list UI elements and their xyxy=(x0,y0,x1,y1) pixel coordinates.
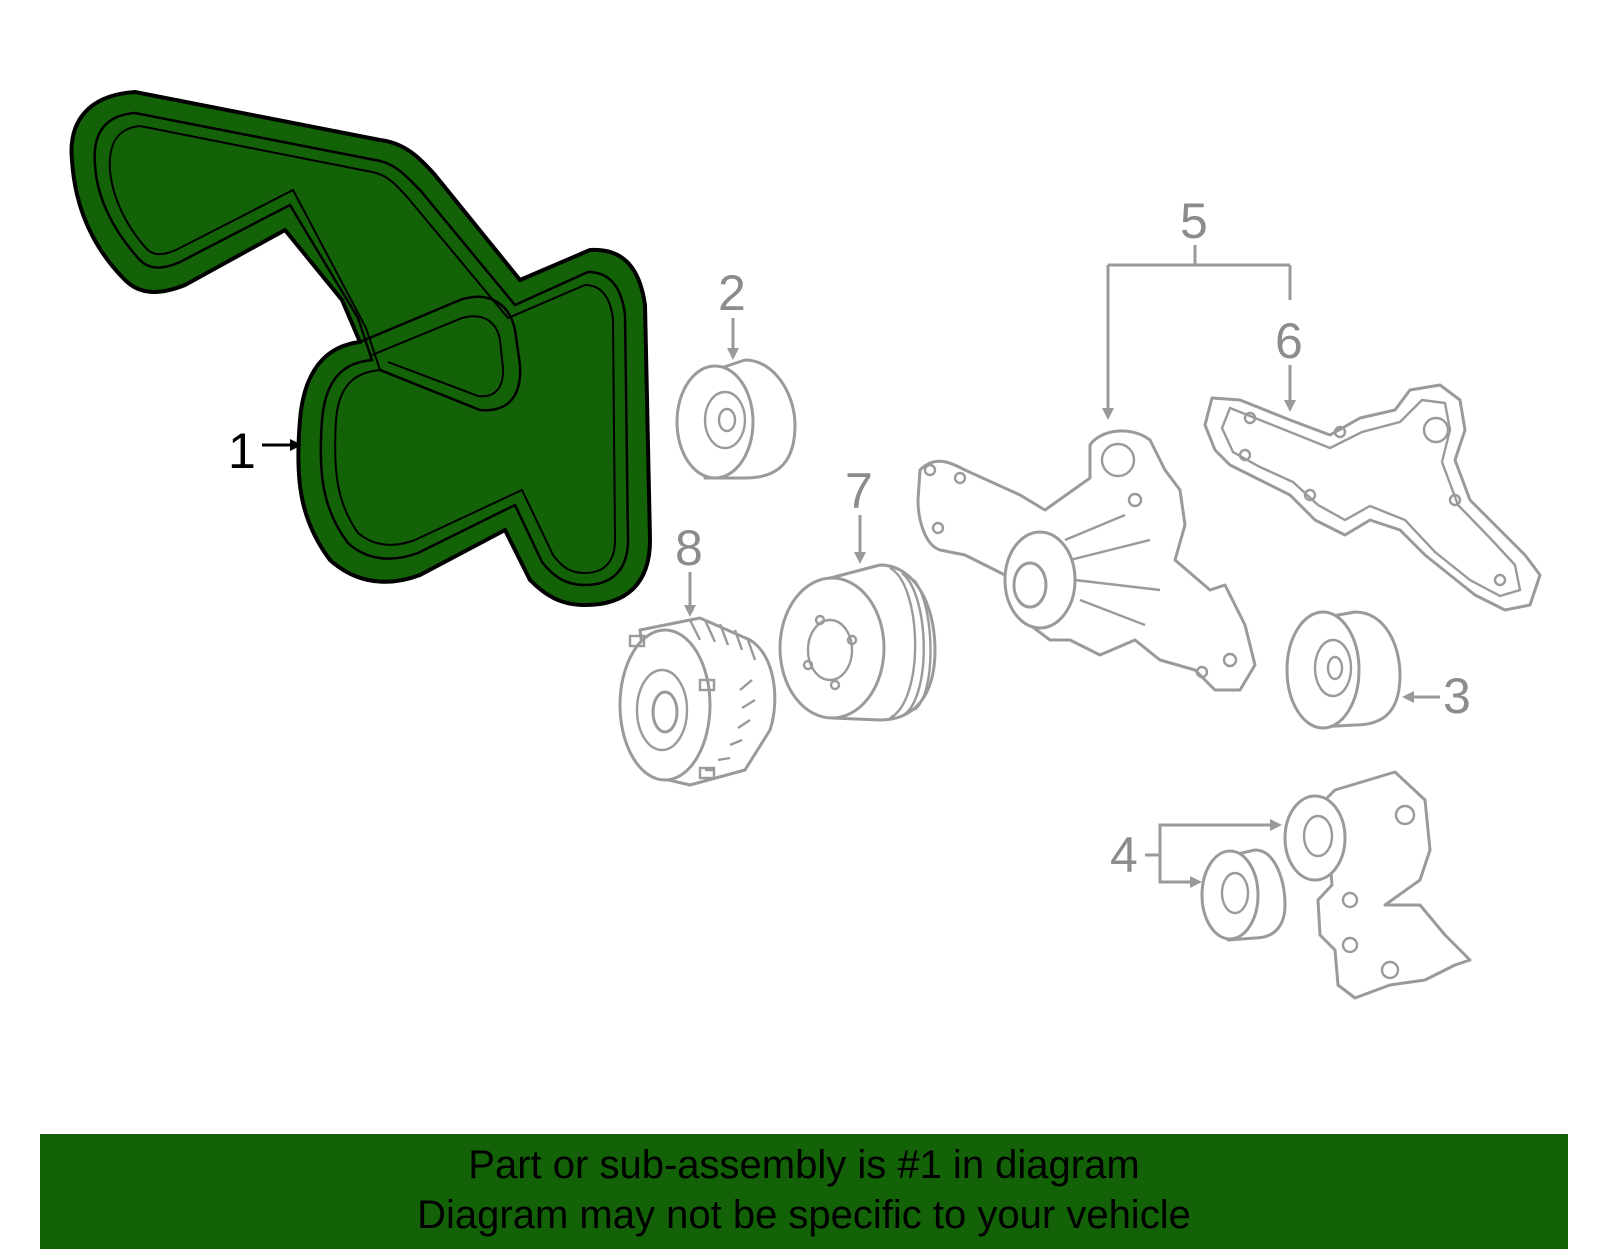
callout-4[interactable]: 4 xyxy=(1110,827,1138,883)
callout-1[interactable]: 1 xyxy=(228,423,256,479)
part-2-idler-pulley[interactable] xyxy=(675,358,797,480)
part-1-serpentine-belt[interactable] xyxy=(69,90,652,607)
part-8-fan-clutch[interactable] xyxy=(618,616,777,787)
leader-4 xyxy=(1145,819,1282,888)
callout-3[interactable]: 3 xyxy=(1443,668,1471,724)
info-banner: Part or sub-assembly is #1 in diagram Di… xyxy=(40,1134,1568,1249)
parts-diagram: 1 2 3 4 5 6 7 8 xyxy=(69,90,1542,1000)
leader-2 xyxy=(727,318,739,360)
leader-7 xyxy=(854,515,866,564)
callout-2[interactable]: 2 xyxy=(718,265,746,321)
part-3-idler-pulley[interactable] xyxy=(1285,610,1402,730)
part-4-belt-tensioner[interactable] xyxy=(1200,770,1472,1000)
callout-6[interactable]: 6 xyxy=(1275,313,1303,369)
callout-8[interactable]: 8 xyxy=(675,520,703,576)
part-5-water-pump[interactable] xyxy=(916,429,1257,692)
banner-line-1: Part or sub-assembly is #1 in diagram xyxy=(468,1143,1140,1187)
part-7-pump-pulley[interactable] xyxy=(778,563,937,722)
leader-6 xyxy=(1284,365,1296,412)
part-6-gasket[interactable] xyxy=(1203,383,1542,612)
banner-line-2: Diagram may not be specific to your vehi… xyxy=(417,1193,1191,1237)
callout-5[interactable]: 5 xyxy=(1180,193,1208,249)
leader-1 xyxy=(262,439,302,451)
leader-3 xyxy=(1402,691,1440,703)
callout-7[interactable]: 7 xyxy=(845,463,873,519)
leader-5 xyxy=(1102,245,1292,420)
leader-8 xyxy=(684,572,696,617)
